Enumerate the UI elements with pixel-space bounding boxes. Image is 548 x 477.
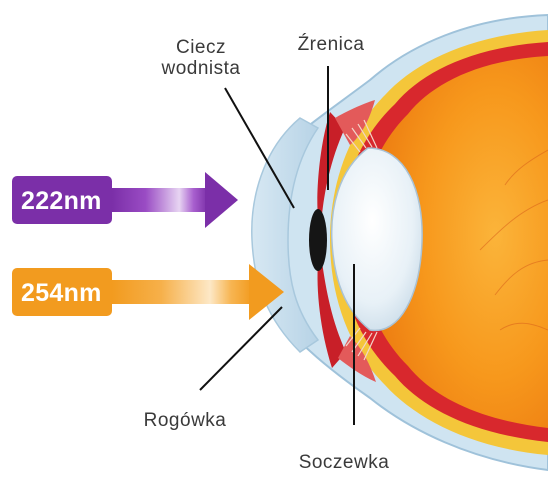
cornea-label: Rogówka <box>144 410 227 432</box>
lens-label: Soczewka <box>299 452 390 474</box>
cornea-pointer-line <box>200 307 282 390</box>
aqueous-humor-label-line1: Ciecz <box>176 37 226 59</box>
pupil-shape <box>309 209 327 271</box>
wavelength-222-label: 222nm <box>21 186 102 216</box>
wavelength-254-label: 254nm <box>21 278 102 308</box>
aqueous-humor-label-line2: wodnista <box>162 58 241 80</box>
pupil-label: Źrenica <box>298 34 365 56</box>
